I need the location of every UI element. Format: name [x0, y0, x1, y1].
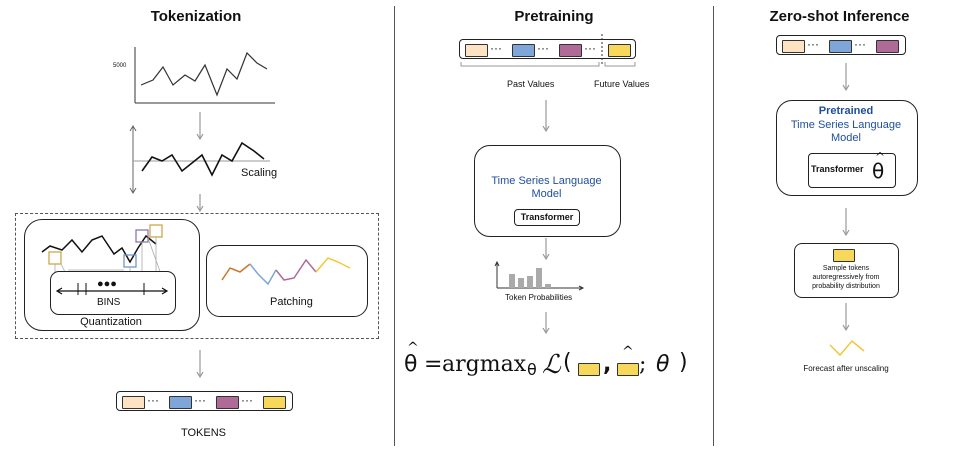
token-probabilities-label: Token Probabilities: [505, 293, 573, 302]
loss-formula: ^ θ = argmax θ ℒ ( , ^ ; θ ): [400, 340, 706, 386]
past-values-label: Past Values: [507, 79, 555, 89]
token-yellow: [608, 44, 631, 57]
pretraining-model-label: Time Series Language Model: [491, 175, 602, 200]
token-yellow-target: [578, 363, 600, 376]
arrow-inf-2: [842, 208, 850, 237]
inference-theta-hat: θ: [872, 159, 885, 183]
arrow-tok-2: [196, 194, 204, 213]
pretraining-token-strip: ··· ··· ···: [459, 39, 636, 59]
bins-dots: ●●●: [97, 278, 117, 290]
token-blue: [829, 40, 852, 53]
token-peach: [122, 396, 145, 409]
tokenization-dashed-frame: [15, 213, 379, 339]
semicolon-sign: ;: [639, 352, 647, 377]
sample-token-yellow: [833, 249, 855, 262]
token-probabilities-chart: [494, 260, 585, 291]
sample-label: Sample tokens autoregressively from prob…: [812, 265, 880, 290]
pretraining-title: Pretraining: [514, 8, 594, 25]
past-future-brackets: [460, 34, 636, 67]
argmax-text: argmax: [442, 352, 527, 377]
pretraining-transformer-box: Transformer: [514, 209, 580, 226]
patching-label: Patching: [270, 296, 313, 308]
arrow-inf-1: [842, 63, 850, 92]
inference-theta-hat-hat: ^: [875, 150, 886, 164]
token-dots: ···: [194, 393, 206, 407]
token-blue: [512, 44, 535, 57]
theta-hat-hat: ^: [407, 340, 419, 356]
inference-token-strip: ··· ···: [776, 35, 906, 55]
theta-param: θ: [656, 352, 670, 377]
future-values-label: Future Values: [594, 79, 650, 89]
scaling-label: Scaling: [241, 167, 278, 179]
tokenization-title: Tokenization: [150, 8, 242, 25]
pred-hat: ^: [622, 344, 634, 360]
token-purple: [876, 40, 899, 53]
prob-bar: [536, 268, 542, 288]
token-yellow: [263, 396, 286, 409]
close-paren: ): [679, 350, 688, 375]
token-dots: ···: [241, 393, 253, 407]
token-purple: [559, 44, 582, 57]
divider-right: [713, 6, 714, 446]
inference-model-label: Time Series Language Model: [790, 119, 902, 144]
forecast-label: Forecast after unscaling: [803, 364, 889, 373]
forecast-line: [829, 339, 865, 357]
inference-transformer-label: Transformer: [811, 164, 864, 174]
token-yellow-pred: [617, 363, 639, 376]
prob-bar: [518, 278, 524, 288]
arrow-pre-3: [542, 312, 550, 335]
bins-label: BINS: [97, 297, 121, 308]
open-paren: (: [563, 350, 572, 375]
token-peach: [465, 44, 488, 57]
token-dots: ···: [807, 37, 819, 51]
token-dots: ···: [147, 393, 159, 407]
scaled-series-chart: [129, 125, 270, 194]
bins-axis: [55, 283, 169, 295]
arrow-pre-2: [542, 238, 550, 261]
prob-bar: [545, 284, 551, 288]
loss-symbol: ℒ: [542, 350, 561, 380]
token-blue: [169, 396, 192, 409]
comma-sign: ,: [603, 352, 612, 377]
theta-hat: θ: [404, 352, 418, 377]
inference-title: Zero-shot Inference: [769, 8, 910, 25]
inference-model-title: Pretrained: [818, 105, 874, 117]
prob-bar: [527, 276, 533, 288]
patching-graphic: [221, 257, 351, 286]
token-purple: [216, 396, 239, 409]
equals-sign: =: [424, 352, 443, 377]
patching-box: [206, 245, 368, 317]
arrow-inf-3: [842, 303, 850, 332]
y-tick-label: 5000: [113, 63, 127, 69]
raw-series-chart: [134, 47, 275, 104]
argmax-subscript: θ: [527, 360, 537, 379]
bins-box: [50, 271, 176, 315]
prob-bar: [509, 274, 515, 288]
arrow-tok-1: [196, 112, 204, 141]
token-dots: ···: [854, 37, 866, 51]
tokens-strip: ··· ··· ···: [116, 391, 293, 411]
inference-transformer-box: [808, 153, 896, 188]
divider-left: [394, 6, 395, 446]
token-dots: ···: [490, 41, 502, 55]
arrow-tok-3: [196, 350, 204, 379]
quantization-label: Quantization: [80, 316, 142, 328]
token-dots: ···: [584, 41, 596, 55]
token-dots: ···: [537, 41, 549, 55]
tokens-label: TOKENS: [180, 427, 227, 439]
token-peach: [782, 40, 805, 53]
arrow-pre-1: [542, 100, 550, 133]
